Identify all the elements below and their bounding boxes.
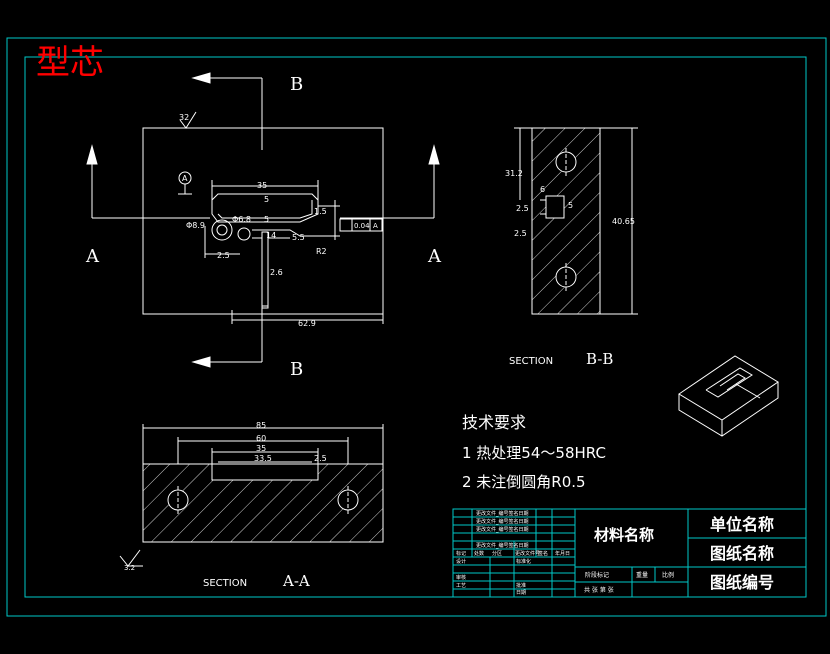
dim-40-65: 40.65 <box>612 217 635 226</box>
drawing-name: 图纸名称 <box>710 544 774 563</box>
top-view-labels: B B A A 32 A 35 Φ8.9 Φ6.8 1.5 5 5 14 5.5… <box>85 74 442 380</box>
dim-2-5: 2.5 <box>217 251 230 260</box>
dim-5-5: 5.5 <box>292 233 305 242</box>
section-bb-name: B-B <box>586 350 613 368</box>
unit-name: 单位名称 <box>710 515 774 534</box>
rev-row-2: 更改文件_编号签名日期 <box>476 518 529 525</box>
roughness-top: 32 <box>179 113 189 122</box>
title-block <box>452 508 807 598</box>
tech-notes: 技术要求 1 热处理54～58HRC 2 未注倒圆角R0.5 <box>462 413 606 491</box>
label-mark: 标记 <box>456 550 466 557</box>
dim-2-6: 2.6 <box>270 268 283 277</box>
section-a-left-label: A <box>85 246 100 267</box>
section-bb-labels: 31.2 6 2.5 2.5 5 40.65 SECTION B-B <box>505 169 635 368</box>
inner-frame <box>24 56 807 598</box>
dim-35: 35 <box>257 181 267 190</box>
iso-view <box>678 355 779 437</box>
title-block-text: 材料名称 单位名称 图纸名称 图纸编号 更改文件_编号签名日期 更改文件_编号签… <box>456 510 774 596</box>
row-std: 标准化 <box>516 558 531 565</box>
date-label: 日期 <box>516 590 526 596</box>
stage-label: 阶段标记 <box>585 571 609 579</box>
section-b-bottom-label: B <box>290 359 303 380</box>
dim-bb-2-5b: 2.5 <box>514 229 527 238</box>
note-item-2: 2 未注倒圆角R0.5 <box>462 473 586 491</box>
outer-frame <box>6 37 827 617</box>
row-check: 审核 <box>456 574 466 581</box>
section-b-top-label: B <box>290 74 303 95</box>
label-zone: 分区 <box>492 550 502 557</box>
section-aa-caption: SECTION <box>203 578 247 589</box>
dim-aa-35: 35 <box>256 444 266 453</box>
section-a-right-label: A <box>427 246 442 267</box>
dim-5b: 5 <box>264 215 269 224</box>
dim-31-2: 31.2 <box>505 169 523 178</box>
drawing-number: 图纸编号 <box>710 573 774 592</box>
dim-dia-outer: Φ8.9 <box>186 221 205 230</box>
material-name: 材料名称 <box>594 526 654 544</box>
dim-bb-5: 5 <box>568 201 573 210</box>
rev-row-3: 更改文件_编号签名日期 <box>476 526 529 533</box>
dim-62-9: 62.9 <box>298 319 316 328</box>
row-design: 设计 <box>456 558 466 565</box>
dim-dia-inner: Φ6.8 <box>232 215 251 224</box>
row-approve: 批准 <box>516 582 526 589</box>
dim-14: 14 <box>266 231 276 240</box>
label-date: 年月日 <box>555 550 570 557</box>
weight-label: 重量 <box>636 571 648 579</box>
sheets-label: 共 张 第 张 <box>584 586 614 594</box>
section-aa-name: A-A <box>282 572 310 590</box>
dim-33-5: 33.5 <box>254 454 272 463</box>
label-sign: 签名 <box>538 550 548 557</box>
rev-row-1: 更改文件_编号签名日期 <box>476 510 529 517</box>
roughness-aa: 3.2 <box>124 564 135 572</box>
dim-bb-2-5a: 2.5 <box>516 204 529 213</box>
section-aa-labels: 85 60 35 33.5 2.5 3.2 SECTION A-A <box>124 421 327 590</box>
note-item-1: 1 热处理54～58HRC <box>462 444 606 462</box>
dim-1-5: 1.5 <box>314 207 327 216</box>
dim-r2: R2 <box>316 247 327 256</box>
section-bb-caption: SECTION <box>509 356 553 367</box>
top-view <box>86 72 440 368</box>
section-aa-view <box>119 424 384 567</box>
notes-heading: 技术要求 <box>462 413 526 432</box>
dim-85: 85 <box>256 421 266 430</box>
tolerance-datum: A <box>373 222 378 230</box>
drawing-title: 型芯 <box>36 43 104 83</box>
dim-6: 6 <box>540 185 545 194</box>
label-count: 处数 <box>474 550 484 557</box>
dim-60: 60 <box>256 434 266 443</box>
section-bb-view <box>514 127 638 315</box>
tolerance-value: 0.04 <box>354 222 370 230</box>
label-change-file: 更改文件号 <box>515 550 540 557</box>
datum-symbol: A <box>182 174 188 183</box>
rev-row-4: 更改文件_编号签名日期 <box>476 542 529 549</box>
dim-aa-2-5: 2.5 <box>314 454 327 463</box>
scale-label: 比例 <box>662 571 674 579</box>
row-process: 工艺 <box>456 583 466 589</box>
dim-5a: 5 <box>264 195 269 204</box>
